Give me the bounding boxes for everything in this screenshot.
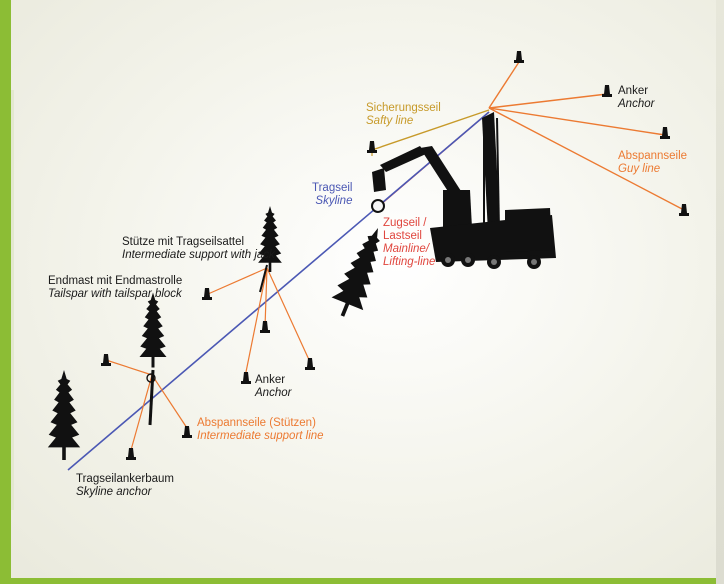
safety-line-de: Sicherungsseil [366,102,441,114]
anchor-top-label: Anker Anchor [618,85,654,111]
right-border [716,0,724,584]
safety-line-en: Safty line [366,115,414,127]
intermediate-support-en: Intermediate support with jack [122,249,275,261]
anchor-top-en: Anchor [618,98,655,110]
mainline-en-1: Mainline/ [383,243,430,255]
guy-line-de: Abspannseile [618,150,688,162]
anchor-top-de: Anker [618,85,649,97]
tailspar-de: Endmast mit Endmastrolle [48,275,183,287]
tower-yarder-icon [372,112,556,269]
intermediate-support-line-de: Abspannseile (Stützen) [197,417,316,429]
skyline-en: Skyline [315,195,353,207]
intermediate-support-label: Stütze mit Tragseilsattel Intermediate s… [122,236,275,262]
left-border [0,0,11,584]
guy-line-en: Guy line [618,163,661,175]
skyline-label: Tragseil Skyline [312,182,352,208]
guy-line-label: Abspannseile Guy line [618,150,687,176]
mainline-de-2: Lastseil [383,230,422,242]
carriage [371,199,385,213]
skyline [67,111,490,471]
intermediate-support-line-label: Abspannseile (Stützen) Intermediate supp… [197,417,324,443]
support-guy-lines [105,267,311,451]
skyline-anchor-label: Tragseilankerbaum Skyline anchor [76,473,174,499]
safety-line-label: Sicherungsseil Safty line [366,102,441,128]
safety-line [371,109,490,151]
skyline-anchor-tree [47,370,81,460]
mainline-en-2: Lifting-line [383,256,436,268]
anchor-mid-de: Anker [255,374,286,386]
skyline-anchor-de: Tragseilankerbaum [76,473,175,485]
anchor-mid-en: Anchor [255,387,292,399]
tailspar-en: Tailspar with tailspar block [48,288,182,300]
intermediate-support-line-en: Intermediate support line [197,430,324,442]
mainline-label: Zugseil / Lastseil Mainline/ Lifting-lin… [383,217,435,269]
tailspar-label: Endmast mit Endmastrolle Tailspar with t… [48,275,182,301]
intermediate-support-de: Stütze mit Tragseilsattel [122,236,245,248]
tailspar-tree [139,292,167,368]
left-border-inner [11,90,14,510]
skyline-anchor-en: Skyline anchor [76,486,152,498]
bottom-border [0,578,724,584]
guy-lines [488,61,685,211]
anchor-mid-label: Anker Anchor [255,374,291,400]
skyline-de: Tragseil [312,182,353,194]
mainline-de-1: Zugseil / [383,217,427,229]
